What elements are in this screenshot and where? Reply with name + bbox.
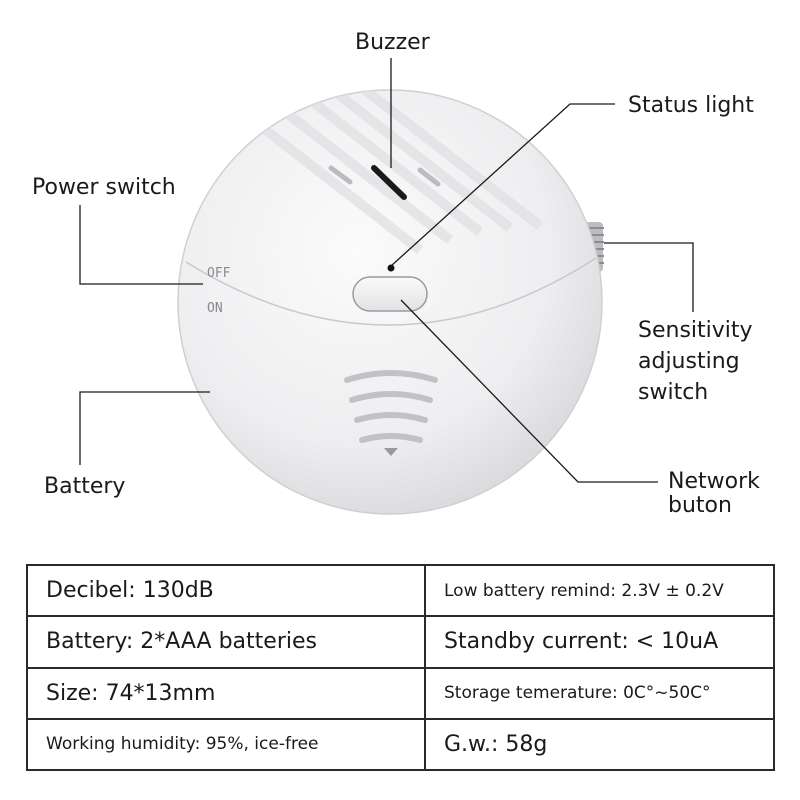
- battery-label: Battery: [44, 474, 126, 499]
- network-label-line1: Network: [668, 469, 760, 494]
- sensitivity-label-line1: Sensitivity: [638, 318, 753, 343]
- spec-size: Size: 74*13mm: [26, 666, 426, 720]
- buzzer-slots: [328, 165, 441, 200]
- network-label-line2: buton: [668, 493, 732, 518]
- switch-off-label: OFF: [207, 266, 231, 281]
- power-switch-label: Power switch: [32, 175, 176, 200]
- spec-storage-temperature: Storage temerature: 0C°~50C°: [424, 666, 775, 720]
- switch-on-label: ON: [207, 301, 223, 316]
- sensitivity-label-line3: switch: [638, 380, 709, 405]
- spec-row: Size: 74*13mm Storage temerature: 0C°~50…: [26, 666, 775, 720]
- spec-row: Working humidity: 95%, ice-free G.w.: 58…: [26, 717, 775, 772]
- spec-standby-current: Standby current: < 10uA: [424, 615, 775, 669]
- battery-cover-grip: [344, 370, 438, 456]
- battery-leader: [79, 391, 210, 465]
- network-button: [352, 276, 428, 312]
- spec-row: Battery: 2*AAA batteries Standby current…: [26, 615, 775, 669]
- status-light-label: Status light: [628, 93, 754, 118]
- device-diagram: OFF ON: [79, 58, 694, 515]
- buzzer-label: Buzzer: [355, 30, 430, 55]
- sensitivity-label-line2: adjusting: [638, 349, 740, 374]
- spec-humidity: Working humidity: 95%, ice-free: [26, 717, 426, 772]
- status-light-leader: [390, 103, 615, 267]
- power-switch-leader: [79, 205, 203, 285]
- status-light-dot: [387, 264, 395, 272]
- spec-decibel: Decibel: 130dB: [26, 563, 426, 618]
- spec-table: Decibel: 130dB Low battery remind: 2.3V …: [26, 563, 775, 772]
- spec-battery: Battery: 2*AAA batteries: [26, 615, 426, 669]
- spec-row: Decibel: 130dB Low battery remind: 2.3V …: [26, 563, 775, 618]
- spec-low-battery: Low battery remind: 2.3V ± 0.2V: [424, 563, 775, 618]
- network-leader: [400, 299, 658, 483]
- leader-lines: [79, 58, 694, 483]
- sensitivity-leader: [604, 242, 694, 312]
- spec-gross-weight: G.w.: 58g: [424, 717, 775, 772]
